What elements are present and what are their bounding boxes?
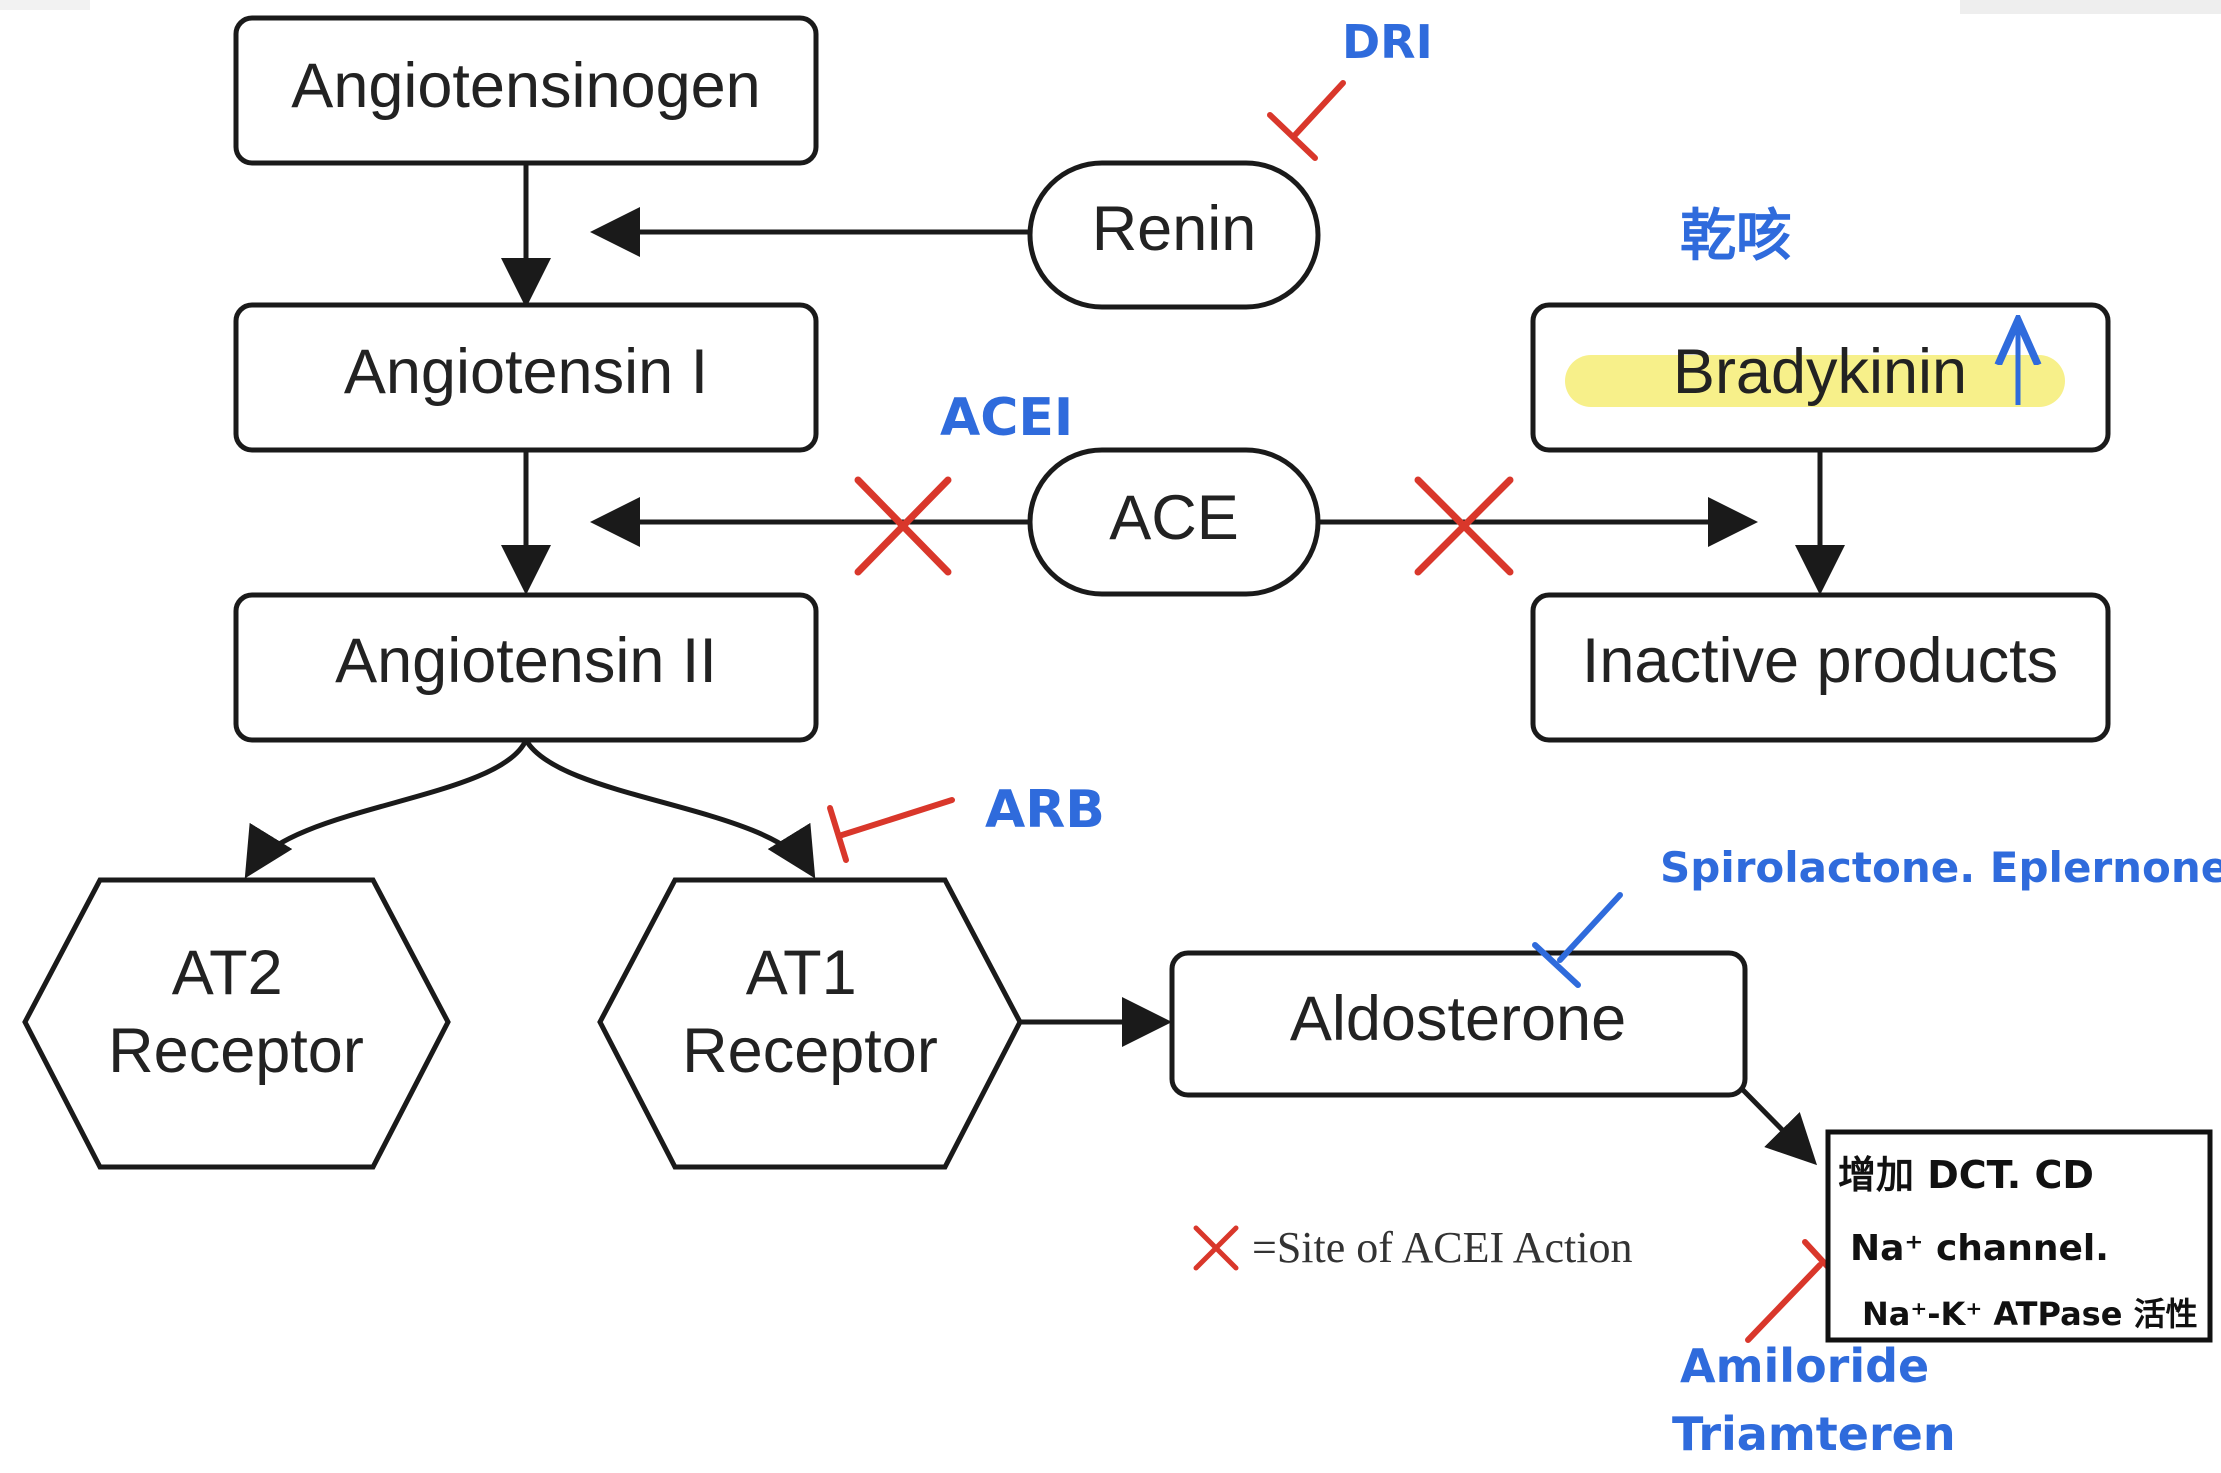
dri-label: DRI [1342, 15, 1433, 69]
node-at1-receptor: AT1 Receptor [597, 877, 1023, 1170]
effects-line-2: Na⁺ channel. [1850, 1228, 2109, 1269]
node-inactive-products: Inactive products [1530, 592, 2111, 743]
legend-x-icon [1193, 1225, 1239, 1271]
node-aldosterone: Aldosterone [1169, 950, 1748, 1098]
bradykinin-label: Bradykinin [1673, 337, 1967, 407]
aldosterone-effects-box: 增加 DCT. CD Na⁺ channel. Na⁺-K⁺ ATPase 活性 [1825, 1129, 2213, 1343]
node-angiotensin-ii: Angiotensin II [233, 592, 819, 743]
arb-inhibitor-mark [827, 797, 955, 863]
spironolactone-label: Spirolactone. Eplernone [1660, 843, 2221, 892]
arrow-angiotensin-ii-to-at2 [244, 738, 529, 879]
arrow-angiotensin-ii-to-at1 [523, 738, 816, 879]
aldosterone-label: Aldosterone [1290, 984, 1626, 1054]
angiotensin-i-label: Angiotensin I [344, 337, 708, 407]
node-angiotensinogen: Angiotensinogen [233, 15, 819, 166]
dry-cough-label: 乾咳 [1680, 204, 1792, 269]
at2-receptor-label: AT2 Receptor [108, 938, 364, 1086]
legend: =Site of ACEI Action [1193, 1223, 1632, 1272]
amiloride-label: Amiloride Triamteren [1672, 1339, 1956, 1461]
renin-label: Renin [1092, 194, 1257, 264]
arrow-aldosterone-to-effects [1741, 1088, 1818, 1166]
angiotensin-ii-label: Angiotensin II [335, 626, 717, 696]
corner-shadow [0, 0, 90, 10]
acei-site-x-right [1414, 476, 1514, 576]
node-at2-receptor: AT2 Receptor [22, 877, 451, 1170]
spironolactone-inhibitor-mark [1532, 892, 1623, 988]
effects-line-1: 增加 DCT. CD [1838, 1153, 2094, 1197]
node-bradykinin: Bradykinin [1530, 302, 2111, 453]
effects-line-3: Na⁺-K⁺ ATPase 活性 [1862, 1295, 2198, 1333]
arb-label: ARB [985, 780, 1105, 840]
node-angiotensin-i: Angiotensin I [233, 302, 819, 453]
inactive-products-label: Inactive products [1582, 626, 2058, 696]
corner-shadow [1960, 0, 2221, 14]
ace-label: ACE [1109, 483, 1239, 553]
node-renin: Renin [1027, 160, 1321, 310]
bradykinin-highlight [1565, 355, 2065, 407]
acei-site-x-left [854, 476, 952, 576]
node-ace: ACE [1027, 447, 1321, 597]
acei-label: ACEI [940, 388, 1073, 448]
angiotensinogen-label: Angiotensinogen [291, 51, 760, 121]
at1-receptor-label: AT1 Receptor [682, 938, 938, 1086]
dri-inhibitor-mark [1267, 80, 1346, 161]
legend-text: =Site of ACEI Action [1252, 1223, 1632, 1272]
